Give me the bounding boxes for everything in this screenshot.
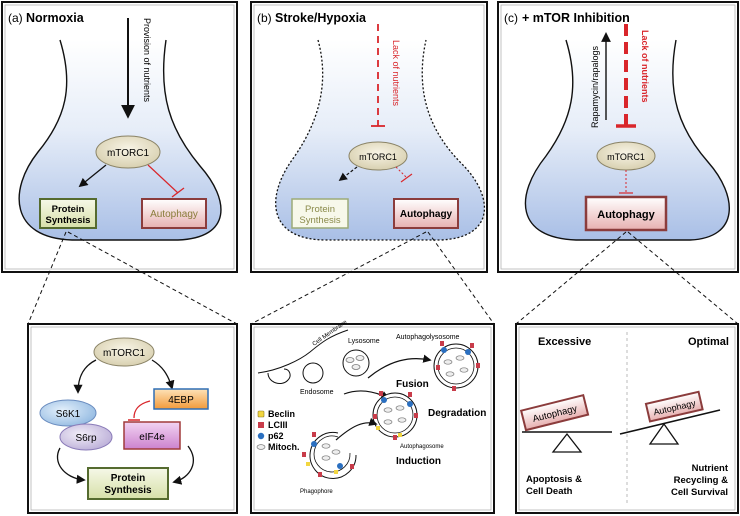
s6rp-label: S6rp <box>75 433 97 444</box>
panel-c: (c) + mTOR Inhibition Rapamycin/rapalogs… <box>497 1 739 273</box>
degradation-label: Degradation <box>428 408 486 419</box>
phagophore-label: Phagophore <box>300 489 333 495</box>
legend-p62: p62 <box>268 431 284 441</box>
autophagy-c <box>584 195 668 232</box>
detail-mtorc1 <box>93 337 155 367</box>
optimal-fulcrum <box>648 422 680 445</box>
protein-b-line2: Synthesis <box>299 215 340 226</box>
zoom-connectors <box>27 231 739 325</box>
mtorc1-b-label: mTORC1 <box>359 152 397 162</box>
protein-a-line2: Synthesis <box>46 215 91 226</box>
autophagy-b-label: Autophagy <box>400 209 453 220</box>
legend-lciii: LCIII <box>268 420 288 430</box>
detail-protein-synthesis <box>87 467 169 500</box>
nutrients-label-b: Lack of nutrients <box>391 40 401 107</box>
excessive-seesaw: Autophagy <box>519 394 612 453</box>
excessive-label: Excessive <box>538 336 591 348</box>
apoptosis-line1: Apoptosis & <box>526 474 582 485</box>
detail-mtorc1-label: mTORC1 <box>103 348 145 359</box>
legend-mitoch: Mitoch. <box>268 442 300 452</box>
activation-arrow-a <box>78 164 107 188</box>
mtorc1-a-label: mTORC1 <box>107 148 149 159</box>
excessive-autophagy-box <box>519 394 590 432</box>
lysosome-label: Lysosome <box>348 338 380 345</box>
drug-label: Rapamycin/rapalogs <box>590 45 600 128</box>
optimal-label: Optimal <box>688 336 729 348</box>
eif4e <box>123 421 181 450</box>
legend-beclin: Beclin <box>268 409 295 419</box>
nutrients-label-a: Provision of nutrients <box>142 18 152 103</box>
phagophore <box>309 431 357 479</box>
autophagosome-label: Autophagosome <box>400 444 444 450</box>
panel-b: (b) Stroke/Hypoxia Lack of nutrients mTO… <box>250 1 488 273</box>
panel-c-title: + mTOR Inhibition <box>522 11 630 25</box>
optimal-autophagy-box <box>644 390 704 423</box>
mtorc1-c-label: mTORC1 <box>607 152 645 162</box>
autophagy-b <box>393 198 459 229</box>
detail-c: Excessive Optimal Autophagy Autophagy Ap… <box>515 323 739 514</box>
detail-protein-line1: Protein <box>111 473 145 484</box>
fusion-label: Fusion <box>396 379 429 390</box>
beclin-icon <box>257 410 265 418</box>
optimal-plank <box>619 409 721 435</box>
mtorc1-a <box>95 135 161 169</box>
cell-body-c <box>524 39 730 241</box>
inhibition-line-a <box>147 164 179 194</box>
ebp-label: 4EBP <box>168 395 194 406</box>
cell-body-b <box>275 39 485 241</box>
detail-protein-line2: Synthesis <box>104 485 152 496</box>
mtorc1-b <box>348 141 408 171</box>
endosome-label: Endosome <box>300 389 334 396</box>
nutrient-line3: Cell Survival <box>671 487 728 498</box>
panel-a: (a) Normoxia Provision of nutrients mTOR… <box>1 1 238 273</box>
activation-arrow-b <box>338 166 358 182</box>
panel-c-label: (c) <box>504 11 518 25</box>
protein-b-line1: Protein <box>305 204 335 215</box>
panel-b-label: (b) <box>257 11 272 25</box>
induction-label: Induction <box>396 456 441 467</box>
protein-synthesis-a <box>39 198 97 229</box>
autophagy-a <box>141 198 207 229</box>
excessive-fulcrum <box>551 432 583 453</box>
nutrient-line2: Recycling & <box>674 475 729 486</box>
lysosome <box>342 349 370 377</box>
s6k1 <box>39 399 97 427</box>
detail-a: mTORC1 S6K1 S6rp 4EBP eIF4e Protein Synt… <box>27 323 238 514</box>
panel-a-title: Normoxia <box>26 11 85 25</box>
nutrients-label-c: Lack of nutrients <box>640 30 650 103</box>
lciii-icon <box>258 422 264 428</box>
panel-b-title: Stroke/Hypoxia <box>275 11 367 25</box>
eif4e-label: eIF4e <box>139 432 165 443</box>
protein-a-line1: Protein <box>52 204 85 215</box>
autophagy-c-label: Autophagy <box>597 209 655 221</box>
optimal-seesaw: Autophagy <box>619 390 721 445</box>
autophagy-a-label: Autophagy <box>150 209 198 220</box>
autophagolysosome-label: Autophagolysosome <box>396 334 460 341</box>
autophagosome <box>372 392 418 438</box>
detail-b: Cell Membrane Endosome Lysosome Autophag… <box>250 319 495 514</box>
panel-a-label: (a) <box>8 11 23 25</box>
s6k1-label: S6K1 <box>56 409 81 420</box>
endosome <box>302 362 324 384</box>
ebp-4 <box>153 388 209 410</box>
mitochondria-icon <box>256 444 266 450</box>
protein-synthesis-b <box>291 198 349 229</box>
apoptosis-line2: Cell Death <box>526 486 573 497</box>
autophagolysosome <box>433 343 479 389</box>
nutrient-line1: Nutrient <box>692 463 729 474</box>
p62-icon <box>257 432 265 440</box>
cell-membrane-line <box>257 329 349 374</box>
s6rp <box>59 423 113 451</box>
inhibition-line-b <box>395 166 408 179</box>
detail-b-legend: Beclin LCIII p62 Mitoch. <box>256 409 300 452</box>
